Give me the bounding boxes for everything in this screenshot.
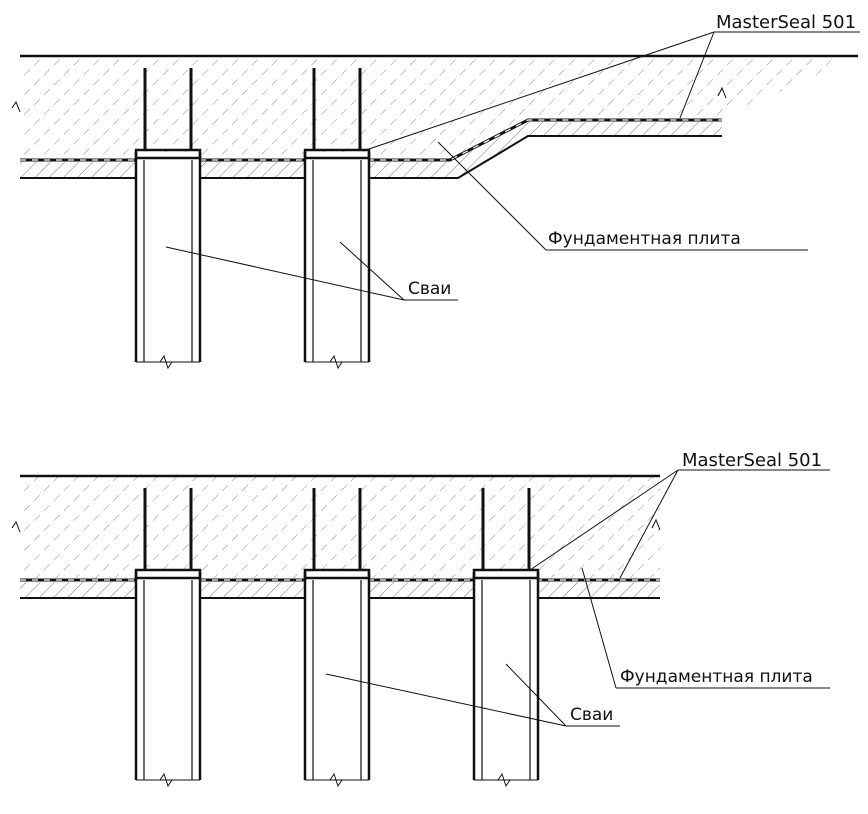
masterseal-label-top: MasterSeal 501 — [716, 12, 856, 33]
masterseal-label-bottom: MasterSeal 501 — [682, 450, 822, 471]
leader-masterseal-top: MasterSeal 501 — [365, 12, 860, 151]
leader-piles-top: Сваи — [165, 241, 458, 301]
piles-label-top: Сваи — [408, 279, 451, 299]
slab-label-top: Фундаментная плита — [548, 229, 741, 249]
pile-bottom-3 — [472, 568, 540, 788]
leader-slab-bottom: Фундаментная плита — [581, 567, 830, 689]
detail-top: MasterSeal 501 Фундаментная плита Сваи — [11, 12, 860, 370]
foundation-slab-top — [20, 56, 858, 158]
pile-bottom-2 — [303, 568, 371, 788]
pile-bottom-1 — [134, 568, 202, 788]
leader-slab-top: Фундаментная плита — [437, 141, 808, 251]
piles-label-bottom: Сваи — [570, 705, 613, 725]
pile-top-2 — [303, 148, 371, 370]
foundation-slab-bottom — [20, 476, 660, 578]
break-mark — [11, 520, 21, 533]
preparation-bottom-top — [20, 135, 722, 179]
break-mark — [651, 518, 661, 531]
slab-label-bottom: Фундаментная плита — [620, 667, 813, 687]
break-mark — [11, 100, 21, 113]
pile-top-1 — [134, 148, 202, 370]
detail-bottom: MasterSeal 501 Фундаментная плита Сваи — [11, 450, 830, 788]
leader-piles-bottom: Сваи — [325, 663, 620, 727]
leader-masterseal-bottom: MasterSeal 501 — [529, 450, 830, 579]
break-mark — [717, 86, 727, 99]
